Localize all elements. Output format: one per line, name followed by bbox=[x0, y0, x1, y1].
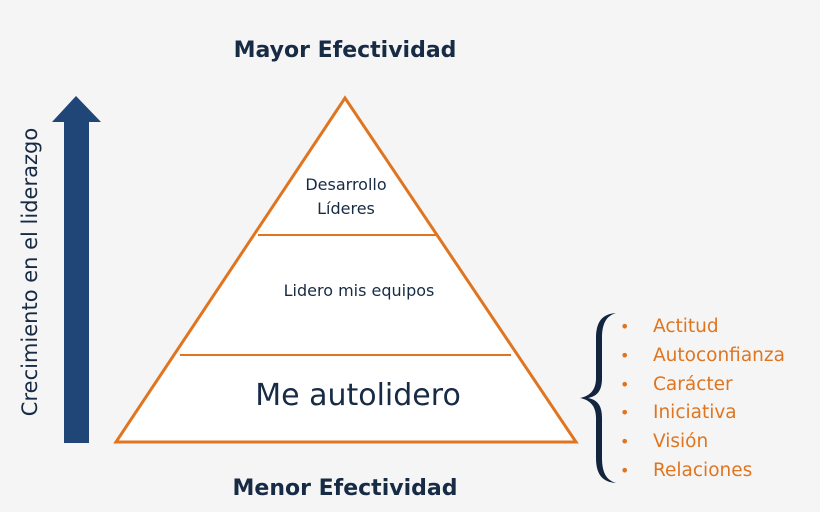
trait-label: Iniciativa bbox=[653, 402, 737, 424]
trait-item: • Iniciativa bbox=[620, 399, 785, 428]
bullet-icon: • bbox=[620, 432, 630, 452]
tier-top-desarrollo-lideres: Desarrollo Líderes bbox=[305, 173, 386, 221]
bullet-icon: • bbox=[620, 345, 630, 365]
bullet-icon: • bbox=[620, 317, 630, 336]
title-bottom-menor-efectividad: Menor Efectividad bbox=[232, 476, 458, 501]
up-arrow-icon bbox=[52, 96, 101, 443]
trait-label: Actitud bbox=[653, 316, 719, 337]
bullet-icon: • bbox=[620, 403, 630, 423]
traits-list: • Actitud • Autoconfianza • Carácter • Inici… bbox=[620, 313, 785, 486]
trait-item: • Visión bbox=[620, 428, 785, 457]
tier-top-line-1: Desarrollo bbox=[305, 175, 387, 194]
tier-middle-lidero-mis-equipos: Lidero mis equipos bbox=[283, 281, 435, 300]
trait-label: Carácter bbox=[653, 373, 733, 395]
tier-top-line-2: Líderes bbox=[317, 199, 375, 218]
pyramid bbox=[113, 95, 579, 444]
trait-label: Autoconfianza bbox=[653, 344, 785, 366]
title-top-mayor-efectividad: Mayor Efectividad bbox=[233, 38, 457, 63]
bullet-icon: • bbox=[620, 374, 630, 394]
trait-label: Visión bbox=[653, 431, 709, 453]
trait-item: • Autoconfianza bbox=[620, 342, 785, 371]
tier-bottom-me-autolidero: Me autolidero bbox=[255, 378, 461, 413]
trait-label: Relaciones bbox=[653, 459, 753, 481]
curly-brace-icon bbox=[580, 313, 616, 483]
bullet-icon: • bbox=[620, 460, 630, 480]
trait-item: • Actitud bbox=[620, 313, 785, 342]
trait-item: • Carácter bbox=[620, 371, 785, 400]
trait-item: • Relaciones bbox=[620, 457, 785, 486]
